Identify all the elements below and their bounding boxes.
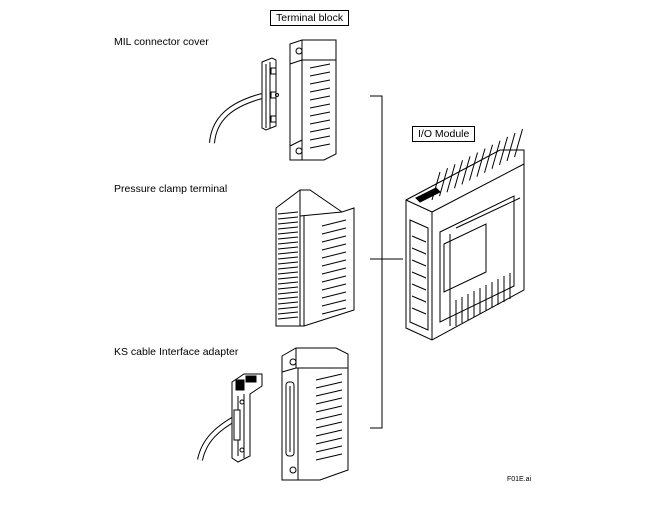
hatch-line — [277, 306, 299, 310]
terminal-block-ks-drawing — [281, 347, 349, 481]
hatch-line — [411, 247, 427, 255]
hatch-line — [461, 156, 471, 185]
hatch-line — [321, 275, 347, 283]
hatch-line — [315, 429, 343, 437]
hatch-line — [321, 307, 347, 315]
ks-cable-adapter-drawing — [197, 373, 263, 463]
hatch-line — [277, 251, 299, 255]
hatch-line — [277, 311, 299, 315]
io-module-title: I/O Module — [412, 126, 476, 142]
hatch-line — [309, 71, 331, 77]
figure-id-label: F01E.ai — [507, 476, 532, 483]
hatch-line — [309, 111, 331, 117]
hatch-line — [439, 167, 448, 197]
ks-cable-adapter-label: KS cable Interface adapter — [114, 346, 239, 358]
hatch-line — [411, 307, 427, 315]
pressure-clamp-terminal-drawing — [275, 189, 355, 327]
hatch-line — [277, 211, 299, 215]
hatch-line — [315, 437, 343, 445]
hatch-line — [499, 136, 508, 166]
hatch-line — [411, 295, 427, 303]
hatch-line — [309, 87, 331, 93]
hatch-line — [309, 143, 331, 149]
hatch-line — [315, 421, 343, 429]
hatch-line — [315, 405, 343, 413]
hatch-line — [277, 236, 299, 240]
hatch-line — [315, 397, 343, 405]
hatch-line — [309, 103, 331, 109]
hatch-line — [491, 140, 501, 169]
hatch-line — [476, 148, 486, 177]
hatch-line — [309, 135, 331, 141]
hatch-line — [277, 266, 299, 270]
hatch-line — [315, 413, 343, 421]
hatch-line — [309, 79, 331, 85]
hatch-line — [484, 144, 493, 173]
hatch-line — [315, 373, 343, 381]
hatch-line — [321, 267, 347, 275]
hatch-line — [277, 246, 299, 250]
hatch-line — [321, 235, 347, 243]
hatch-line — [315, 445, 343, 453]
hatch-line — [277, 316, 299, 320]
mil-connector-cover-drawing — [209, 57, 279, 144]
hatch-line — [315, 389, 343, 397]
hatch-line — [411, 283, 427, 291]
hatch-line — [277, 291, 299, 295]
hatch-line — [277, 296, 299, 300]
hatch-line — [321, 227, 347, 235]
hatch-line — [277, 271, 299, 275]
hatch-line — [309, 63, 331, 69]
terminal-block-mil-drawing — [289, 39, 337, 161]
hatch-line — [411, 259, 427, 267]
hatch-line — [321, 259, 347, 267]
hatch-line — [446, 164, 456, 193]
hatch-line — [277, 216, 299, 220]
hatch-line — [277, 221, 299, 225]
hatch-line — [321, 299, 347, 307]
hatch-line — [277, 301, 299, 305]
hatch-line — [277, 226, 299, 230]
hatch-line — [321, 291, 347, 299]
hatch-line — [277, 286, 299, 290]
hatch-line — [321, 219, 347, 227]
pressure-clamp-terminal-label: Pressure clamp terminal — [114, 183, 228, 195]
bracket-connector — [370, 95, 403, 429]
hatch-line — [277, 261, 299, 265]
hatch-line — [411, 235, 427, 243]
hatch-line — [309, 119, 331, 125]
terminal-block-title: Terminal block — [270, 10, 350, 26]
hatch-line — [277, 256, 299, 260]
hatch-line — [321, 243, 347, 251]
hatch-line — [277, 276, 299, 280]
hatch-line — [315, 381, 343, 389]
hatch-line — [309, 95, 331, 101]
hatch-line — [315, 453, 343, 461]
hatch-line — [321, 251, 347, 259]
hatch-line — [411, 271, 427, 279]
hatch-line — [277, 231, 299, 235]
hatch-line — [309, 127, 331, 133]
hatch-line — [321, 283, 347, 291]
hatch-line — [277, 281, 299, 285]
mil-connector-cover-label: MIL connector cover — [114, 36, 209, 48]
hatch-line — [469, 152, 478, 181]
hatch-line — [514, 128, 523, 158]
io-module-drawing — [405, 128, 525, 341]
hatch-line — [277, 241, 299, 245]
hatch-line — [506, 132, 516, 162]
hatch-line — [454, 160, 463, 189]
